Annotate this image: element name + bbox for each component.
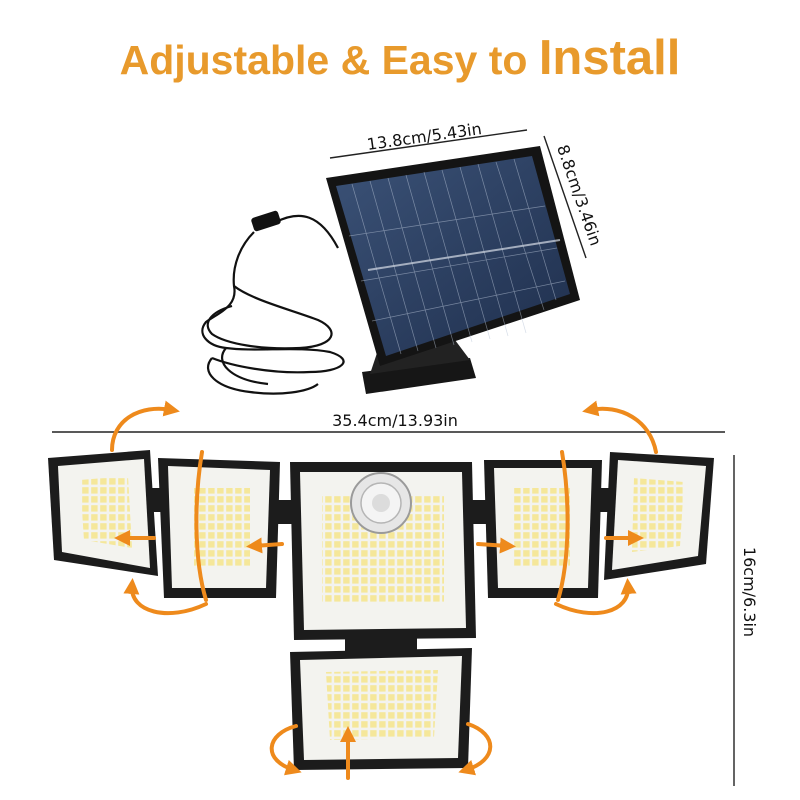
light-head-far-right xyxy=(594,452,714,580)
swivel-arrow-icon xyxy=(476,537,516,554)
panel-width-label: 13.8cm/5.43in xyxy=(366,119,483,154)
total-width-label: 35.4cm/13.93in xyxy=(332,411,458,430)
title-part-2: Install xyxy=(538,31,681,85)
rotate-arrow-icon xyxy=(123,578,208,616)
rotate-arrow-icon xyxy=(269,724,302,776)
rotate-arrow-icon xyxy=(556,450,570,602)
total-width-dimension: 35.4cm/13.93in xyxy=(52,411,725,433)
light-head-inner-left xyxy=(158,458,294,598)
light-height-label: 16cm/6.3in xyxy=(740,547,759,637)
light-height-dimension: 16cm/6.3in xyxy=(733,455,759,786)
rotate-arrow-icon xyxy=(554,578,637,616)
rotate-arrow-icon xyxy=(110,400,180,452)
solar-panel xyxy=(326,146,580,394)
rotate-arrow-icon xyxy=(582,400,658,454)
panel-width-dimension: 13.8cm/5.43in xyxy=(329,119,528,159)
swivel-arrow-icon xyxy=(246,537,284,554)
rotation-arrows xyxy=(110,400,658,780)
light-head-inner-right xyxy=(470,460,602,598)
rotate-arrow-icon xyxy=(458,722,493,776)
rotate-arrow-icon xyxy=(194,450,208,602)
title-part-1: Adjustable & Easy to xyxy=(119,37,539,83)
light-head-far-left xyxy=(48,450,168,576)
light-head-bottom xyxy=(290,648,472,770)
light-head-center xyxy=(290,462,476,652)
solar-cable xyxy=(201,210,345,395)
product-title: Adjustable & Easy to Install xyxy=(0,30,800,86)
